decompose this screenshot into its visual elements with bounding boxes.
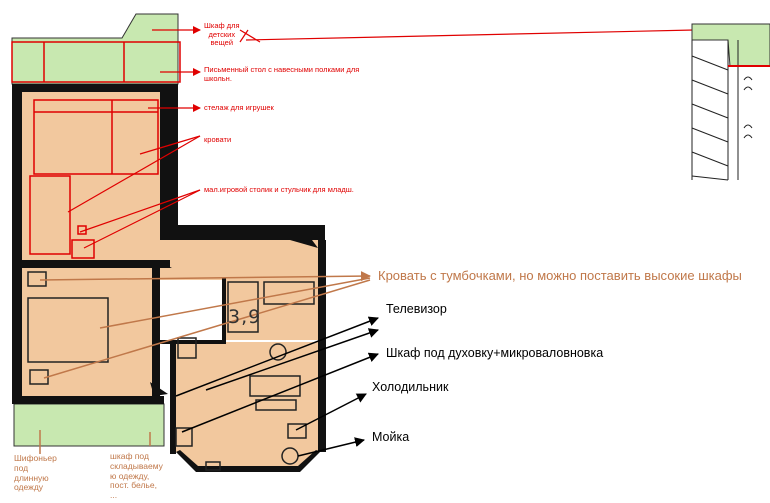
oven-cabinet-label: Шкаф под духовку+микроваловновка bbox=[386, 346, 604, 360]
sink-label: Мойка bbox=[372, 430, 410, 444]
door-arrow bbox=[148, 262, 172, 268]
door-arrow bbox=[150, 382, 168, 396]
long-wardrobe-label: Шифоньер под длинную одежду bbox=[14, 453, 57, 493]
fixtures bbox=[27, 271, 315, 471]
childrens-room-floor bbox=[22, 92, 160, 262]
kitchen-floor bbox=[170, 342, 318, 470]
black-arrows bbox=[175, 316, 379, 457]
red-sketch-furniture bbox=[11, 41, 181, 259]
brown-arrows bbox=[39, 271, 371, 454]
children-wardrobe-label: Шкаф для детских вещей bbox=[204, 21, 240, 48]
folded-clothes-cabinet-label: шкаф под складываему ю одежду, пост. бел… bbox=[110, 451, 163, 501]
bedroom-floor bbox=[22, 268, 160, 400]
wardrobe-elevation-sketch bbox=[691, 23, 770, 181]
room-area-label: 3,9 bbox=[228, 306, 262, 328]
desk-label: Письменный стол с навесными полками для … bbox=[204, 65, 360, 83]
bottom-balcony bbox=[13, 403, 165, 447]
corridor-floor bbox=[160, 240, 325, 280]
fridge-label: Холодильник bbox=[372, 380, 449, 394]
bed-label: Кровать с тумбочками, но можно поставить… bbox=[378, 268, 742, 283]
walls bbox=[12, 84, 326, 472]
tv-label: Телевизор bbox=[386, 302, 447, 316]
toy-rack-label: стелаж для игрушек bbox=[204, 103, 274, 112]
beds-label: кровати bbox=[204, 135, 232, 144]
play-table-label: мал.игровой столик и стульчик для младш. bbox=[204, 185, 354, 194]
door-arrow bbox=[290, 232, 318, 248]
red-arrows bbox=[67, 26, 695, 249]
top-balcony bbox=[11, 13, 179, 85]
